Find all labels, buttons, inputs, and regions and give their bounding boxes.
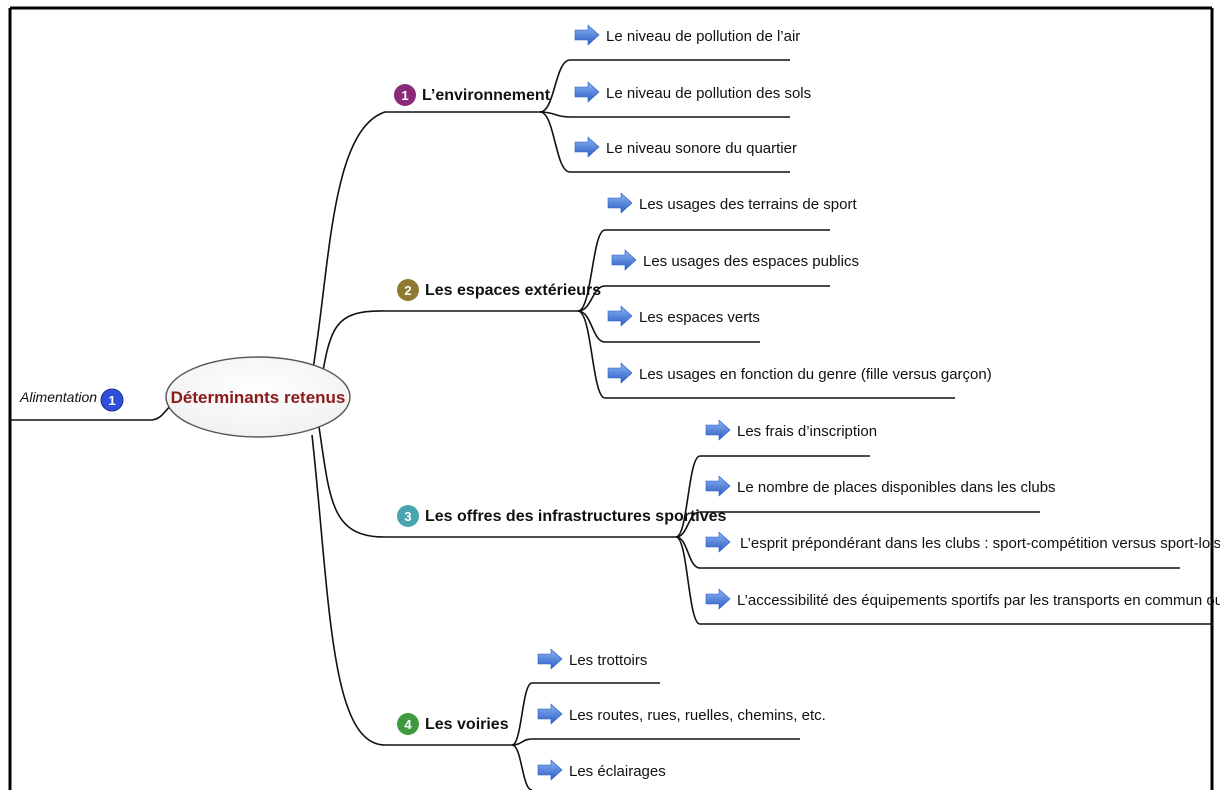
link-root-branch-3 xyxy=(317,419,676,538)
link-root-branch-1 xyxy=(311,111,540,376)
branch-2-item-3: Les espaces verts xyxy=(639,309,760,326)
branch-4-badge xyxy=(397,713,419,735)
branch-1-item-3: Le niveau sonore du quartier xyxy=(606,140,797,157)
branch-2-number: 2 xyxy=(404,283,411,298)
arrow-icon xyxy=(607,305,633,327)
arrow-icon xyxy=(607,192,633,214)
arrow-icon xyxy=(537,759,563,781)
root-node: Déterminants retenus xyxy=(165,356,351,438)
arrow-icon xyxy=(611,249,637,271)
branch-1-item-1: Le niveau de pollution de l’air xyxy=(606,28,800,45)
branch-2-badge xyxy=(397,279,419,301)
arrow-icon xyxy=(705,419,731,441)
branch-1: 1 L’environnement Le niveau de pollution… xyxy=(394,24,811,173)
arrow-icon xyxy=(574,81,600,103)
branch-3-leaf-1-link xyxy=(675,455,870,538)
arrow-icon xyxy=(574,136,600,158)
branch-3-leaf-3-link xyxy=(675,536,1180,569)
branch-2-item-4: Les usages en fonction du genre (fille v… xyxy=(639,366,992,383)
branch-1-label: L’environnement xyxy=(422,87,551,104)
branch-4-leaf-1-link xyxy=(511,682,660,746)
branch-3-item-3: L’esprit prépondérant dans les clubs : s… xyxy=(740,535,1220,552)
branch-1-leaf-3-link xyxy=(539,111,790,173)
branch-4-item-3: Les éclairages xyxy=(569,763,666,780)
branch-4-label: Les voiries xyxy=(425,716,509,733)
branch-3-label: Les offres des infrastructures sportives xyxy=(425,508,727,525)
link-root-branch-4 xyxy=(311,434,512,746)
branch-4-item-1: Les trottoirs xyxy=(569,652,647,669)
root-label: Déterminants retenus xyxy=(171,388,346,407)
branch-1-badge xyxy=(394,84,416,106)
root-ellipse xyxy=(165,356,351,438)
branch-3-leaf-2-link xyxy=(675,511,1040,538)
branch-3-leaf-4-link xyxy=(675,536,1212,625)
branch-2-leaf-2-link xyxy=(577,285,830,312)
branch-1-leaf-1-link xyxy=(539,59,790,113)
branch-3-item-4: L’accessibilité des équipements sportifs… xyxy=(737,592,1220,609)
branch-2-leaf-4-link xyxy=(577,310,955,399)
side-label: Alimentation xyxy=(19,389,97,405)
branch-4-leaf-2-link xyxy=(511,738,800,746)
arrow-icon xyxy=(705,475,731,497)
arrow-icon xyxy=(705,588,731,610)
branch-2-leaf-3-link xyxy=(577,310,760,343)
branch-4-number: 4 xyxy=(404,717,412,732)
branch-2-item-1: Les usages des terrains de sport xyxy=(639,196,857,213)
branch-3-number: 3 xyxy=(404,509,411,524)
arrow-icon xyxy=(537,703,563,725)
branch-4-leaf-3-link xyxy=(511,744,533,791)
branch-3-badge xyxy=(397,505,419,527)
link-root-branch-2 xyxy=(317,310,578,401)
branch-1-number: 1 xyxy=(401,88,408,103)
arrow-icon xyxy=(607,362,633,384)
branch-1-item-2: Le niveau de pollution des sols xyxy=(606,85,811,102)
branch-2: 2 Les espaces extérieurs Les usages des … xyxy=(397,192,992,399)
side-number-badge: 1 xyxy=(100,388,124,412)
branch-4: 4 Les voiries Les trottoirs Les routes, … xyxy=(397,648,826,791)
arrow-icon xyxy=(705,531,731,553)
arrow-icon xyxy=(537,648,563,670)
side-badge-number: 1 xyxy=(108,393,115,408)
branch-2-label: Les espaces extérieurs xyxy=(425,282,601,299)
side-badge-circle xyxy=(100,388,124,412)
branch-3-item-2: Le nombre de places disponibles dans les… xyxy=(737,479,1056,496)
branch-3: 3 Les offres des infrastructures sportiv… xyxy=(397,419,1220,625)
arrow-icon xyxy=(574,24,600,46)
branch-2-leaf-1-link xyxy=(577,229,830,312)
branch-4-item-2: Les routes, rues, ruelles, chemins, etc. xyxy=(569,707,826,724)
branch-2-item-2: Les usages des espaces publics xyxy=(643,253,859,270)
branch-3-item-1: Les frais d’inscription xyxy=(737,423,877,440)
branch-1-leaf-2-link xyxy=(539,111,790,118)
